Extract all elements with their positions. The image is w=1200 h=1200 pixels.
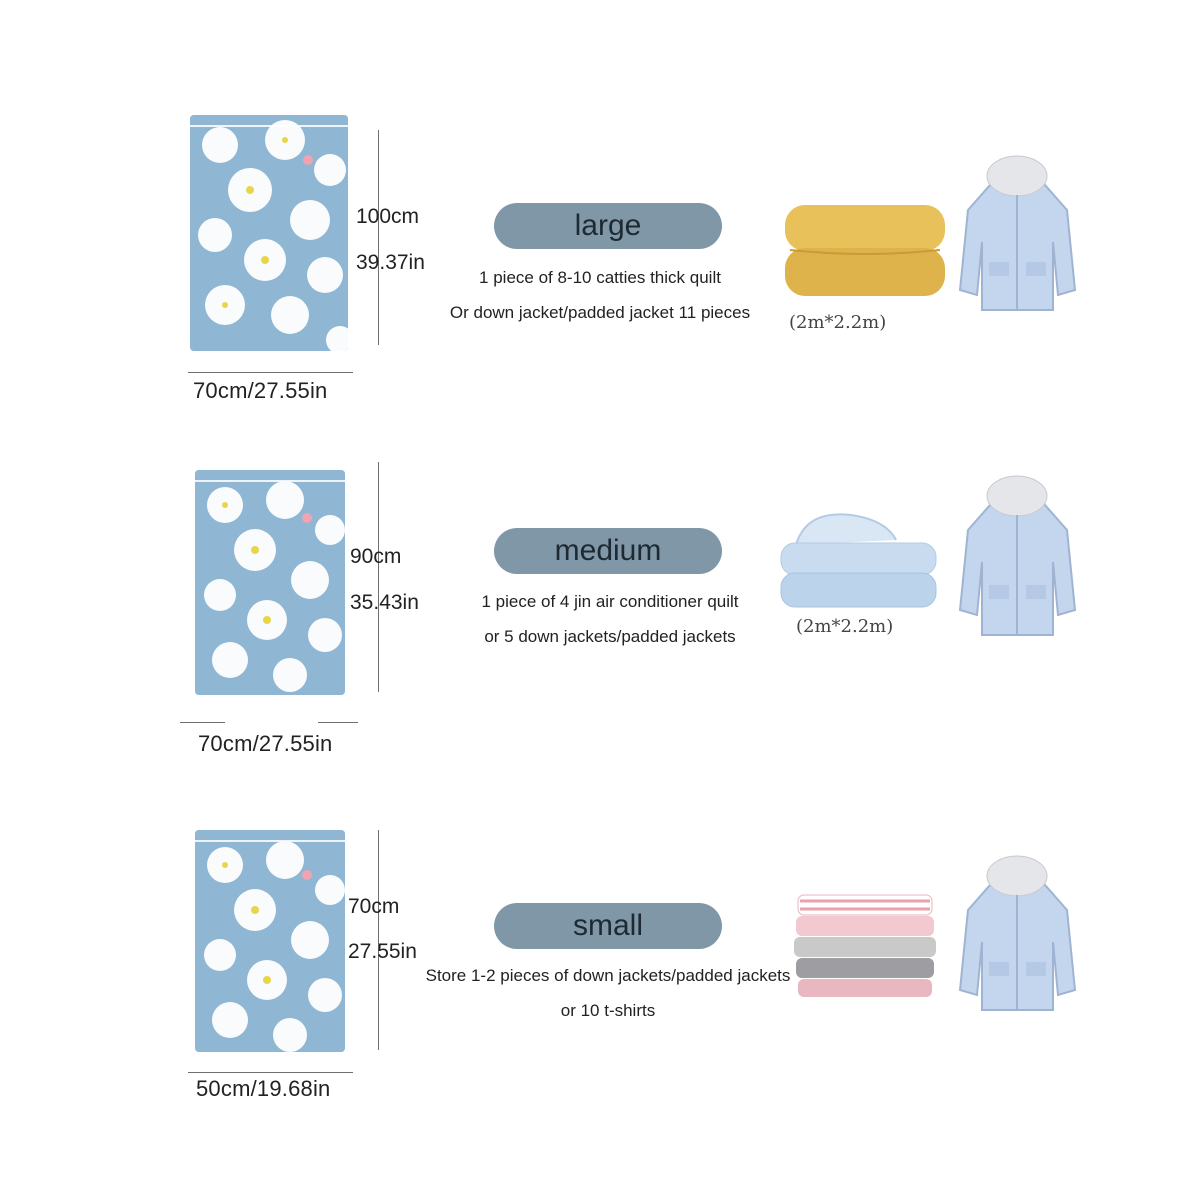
capacity-line-2: or 10 t-shirts	[560, 1001, 656, 1020]
capacity-line-1: 1 piece of 4 jin air conditioner quilt	[481, 592, 739, 611]
quilt-dimensions: (2m*2.2m)	[796, 616, 894, 637]
quilt-dimensions: (2m*2.2m)	[789, 312, 887, 333]
height-in: 27.55in	[348, 940, 417, 963]
height-cm: 100cm	[356, 205, 420, 228]
capacity-line-1: Store 1-2 pieces of down jackets/padded …	[425, 966, 791, 985]
width-label: 50cm/19.68in	[196, 1076, 331, 1101]
height-dimension-line	[378, 130, 379, 345]
capacity-line-2: Or down jacket/padded jacket 11 pieces	[449, 303, 751, 322]
height-cm: 70cm	[348, 895, 400, 918]
small-vacuum-bag-image	[195, 830, 345, 1052]
yellow-quilt-icon	[780, 200, 950, 300]
height-dimension-line	[378, 462, 379, 692]
down-jacket-icon	[955, 850, 1080, 1025]
folded-shirts-icon	[790, 890, 940, 1000]
size-pill-small: small	[494, 903, 722, 949]
floral-pattern-icon	[190, 115, 348, 351]
width-dimension-line	[188, 372, 353, 373]
down-jacket-icon	[955, 150, 1080, 325]
height-dimension-line	[378, 830, 379, 1050]
capacity-line-1: 1 piece of 8-10 catties thick quilt	[479, 268, 721, 287]
size-pill-large: large	[494, 203, 722, 249]
width-label: 70cm/27.55in	[193, 378, 328, 403]
width-label: 70cm/27.55in	[198, 731, 333, 756]
capacity-line-2: or 5 down jackets/padded jackets	[484, 627, 736, 646]
width-dimension-line	[180, 722, 225, 723]
floral-pattern-icon	[195, 470, 345, 695]
size-pill-medium: medium	[494, 528, 722, 574]
floral-pattern-icon	[195, 830, 345, 1052]
height-in: 35.43in	[350, 591, 419, 614]
width-dimension-line	[318, 722, 358, 723]
large-vacuum-bag-image	[190, 115, 348, 351]
height-in: 39.37in	[356, 251, 425, 274]
height-cm: 90cm	[350, 545, 402, 568]
medium-vacuum-bag-image	[195, 470, 345, 695]
width-dimension-line	[188, 1072, 353, 1073]
down-jacket-icon	[955, 470, 1080, 650]
blue-quilt-icon	[776, 505, 941, 610]
